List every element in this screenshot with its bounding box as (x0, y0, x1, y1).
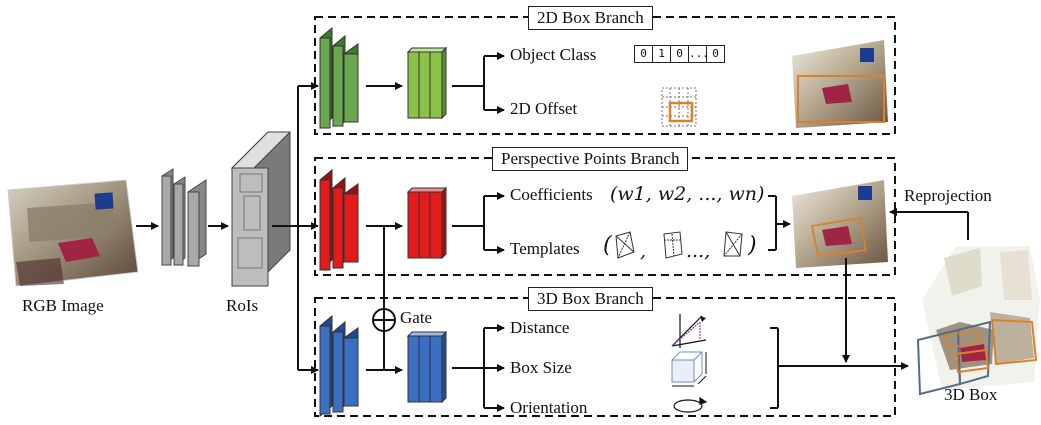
templates-ellipsis: ..., (686, 240, 711, 262)
blue-conv-block (319, 314, 359, 418)
green-conv-block (319, 26, 359, 130)
rgb-image-label: RGB Image (22, 296, 104, 315)
box-size-icon (671, 351, 707, 387)
blue-fc-block (406, 330, 448, 404)
rois-label: RoIs (226, 296, 259, 315)
template-icon-1 (615, 231, 635, 259)
one-hot-vector: 0 1 0 ... 0 (634, 45, 725, 63)
reprojection-label: Reprojection (904, 186, 992, 205)
red-fc-block (406, 186, 448, 260)
one-hot-cell: 0 (671, 46, 689, 62)
template-icon-2 (663, 231, 683, 259)
green-fc-block (406, 46, 448, 120)
orientation-label: Orientation (510, 398, 588, 417)
template-icon-3 (723, 231, 743, 257)
offset-grid-icon (661, 87, 697, 127)
red-conv-block (319, 168, 359, 272)
coefficients-label: Coefficients (510, 185, 593, 204)
object-class-label: Object Class (510, 45, 597, 64)
box3d-branch-title: 3D Box Branch (528, 287, 653, 311)
coefficients-math: (w1, w2, ..., wn) (610, 183, 765, 205)
gate-label: Gate (400, 308, 433, 327)
distance-icon (671, 314, 707, 348)
rois-block (230, 131, 292, 287)
box3d-output-image (916, 246, 1040, 396)
templates-label: Templates (510, 239, 580, 258)
templates-open-paren: ( (603, 233, 612, 258)
one-hot-cell: 0 (712, 47, 719, 60)
perspective-result-image (792, 180, 888, 268)
one-hot-cell: ... (689, 46, 709, 62)
one-hot-cell: 1 (653, 46, 671, 62)
one-hot-cell: 0 (635, 46, 653, 62)
box2d-branch-title: 2D Box Branch (528, 6, 653, 30)
box3d-output-label: 3D Box (944, 385, 998, 404)
templates-close-paren: ) (748, 233, 757, 258)
distance-label: Distance (510, 318, 570, 337)
backbone-feature-maps (161, 168, 207, 267)
box2d-result-image (792, 40, 888, 128)
perspective-branch-title: Perspective Points Branch (492, 147, 689, 171)
offset-2d-label: 2D Offset (510, 99, 578, 118)
box-size-label: Box Size (510, 358, 572, 377)
templates-sep-1: , (640, 240, 647, 262)
rgb-image-thumbnail (7, 179, 139, 287)
orientation-icon (673, 396, 708, 413)
